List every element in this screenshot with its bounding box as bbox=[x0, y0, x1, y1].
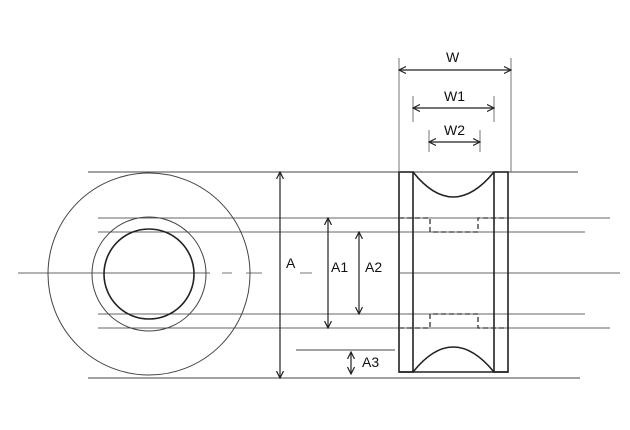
groove-top-arc bbox=[412, 171, 495, 198]
label-w2: W2 bbox=[444, 122, 465, 138]
label-a3: A3 bbox=[362, 354, 379, 370]
left-flange bbox=[398, 171, 414, 373]
side-view bbox=[398, 171, 509, 373]
hidden-line-bottom bbox=[399, 313, 508, 329]
width-dimensions bbox=[399, 58, 511, 172]
right-flange bbox=[493, 171, 509, 373]
hidden-line-top bbox=[399, 217, 508, 233]
dimension-labels: W W1 W2 A A1 A2 A3 bbox=[286, 49, 465, 370]
bore-circle bbox=[103, 228, 195, 320]
label-a2: A2 bbox=[365, 259, 382, 275]
label-a1: A1 bbox=[331, 259, 348, 275]
projection-lines bbox=[88, 171, 610, 379]
label-a: A bbox=[286, 255, 296, 271]
label-w1: W1 bbox=[444, 88, 465, 104]
outer-circle bbox=[47, 172, 251, 376]
label-w: W bbox=[446, 49, 460, 65]
groove-bottom-arc bbox=[412, 346, 495, 373]
height-dimensions bbox=[280, 172, 359, 378]
hub-circle bbox=[91, 216, 207, 332]
front-view bbox=[47, 172, 251, 376]
